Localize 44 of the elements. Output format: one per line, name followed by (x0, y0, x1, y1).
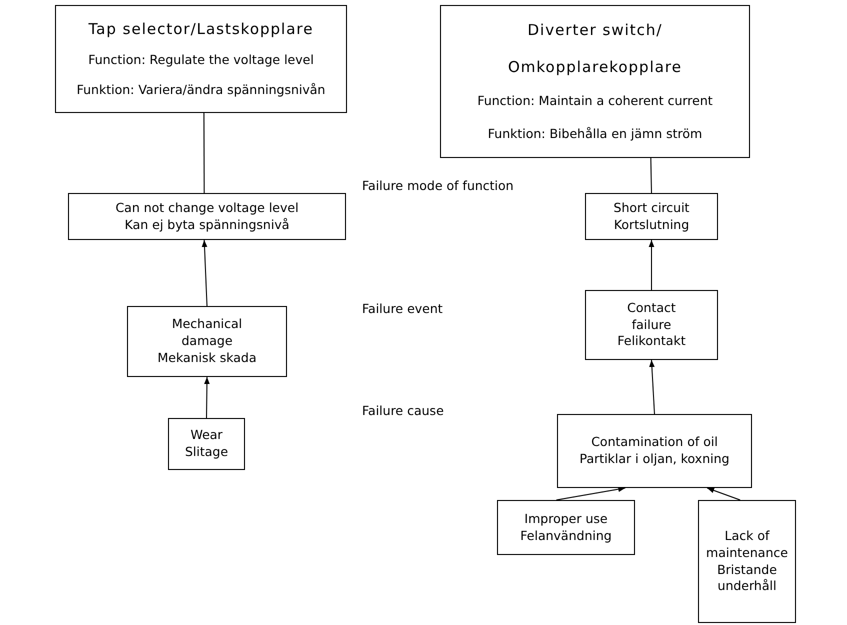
failure-box (497, 500, 635, 555)
node-text: Kan ej byta spänningsnivå (124, 216, 290, 234)
node-text: Lack of maintenance (705, 528, 789, 562)
node-text: Can not change voltage level (115, 200, 299, 216)
node-text: Function: Regulate the voltage level (88, 52, 314, 70)
failure-box (68, 193, 346, 240)
component-title: Tap selector/Lastskopplare (88, 18, 314, 39)
component-box (55, 5, 347, 113)
node-text: Bristande underhåll (716, 562, 778, 596)
arrow (649, 360, 655, 414)
node-text: Slitage (184, 444, 228, 461)
failure-box (168, 418, 245, 470)
failure-box (585, 193, 718, 240)
failure-box (127, 306, 287, 377)
level-label: Failure event (362, 301, 443, 316)
failure-box (698, 500, 796, 623)
level-label: Failure mode of function (362, 178, 514, 193)
connector-line (203, 112, 205, 194)
arrow (556, 486, 626, 500)
failure-box (557, 414, 752, 488)
node-text: Kortslutning (614, 216, 690, 234)
node-text: Funktion: Variera/ändra spänningsnivån (76, 82, 326, 100)
node-text: Partiklar i oljan, koxning (580, 451, 730, 468)
component-box (440, 5, 750, 158)
component-title: Omkopplarekopplare (508, 56, 682, 77)
failure-box (585, 290, 718, 360)
node-text: Improper use (524, 510, 608, 528)
arrow (648, 240, 654, 290)
node-text: Contamination of oil (591, 434, 718, 451)
arrow (202, 240, 208, 306)
node-text: Wear (190, 427, 223, 444)
level-label: Failure cause (362, 403, 444, 418)
node-text: Short circuit (614, 200, 690, 216)
node-text: Mekanisk skada (157, 350, 257, 367)
component-title: Diverter switch/ (528, 20, 662, 40)
node-text: Felikontakt (617, 333, 686, 350)
arrow (706, 488, 741, 500)
node-text: Mechanical damage (170, 316, 244, 350)
node-text: Contact failure (626, 300, 677, 334)
node-text: Function: Maintain a coherent current (477, 92, 713, 110)
arrow (204, 376, 210, 418)
node-text: Felanvändning (520, 528, 612, 544)
node-text: Funktion: Bibehålla en jämn ström (488, 126, 702, 143)
connector-line (650, 158, 652, 194)
